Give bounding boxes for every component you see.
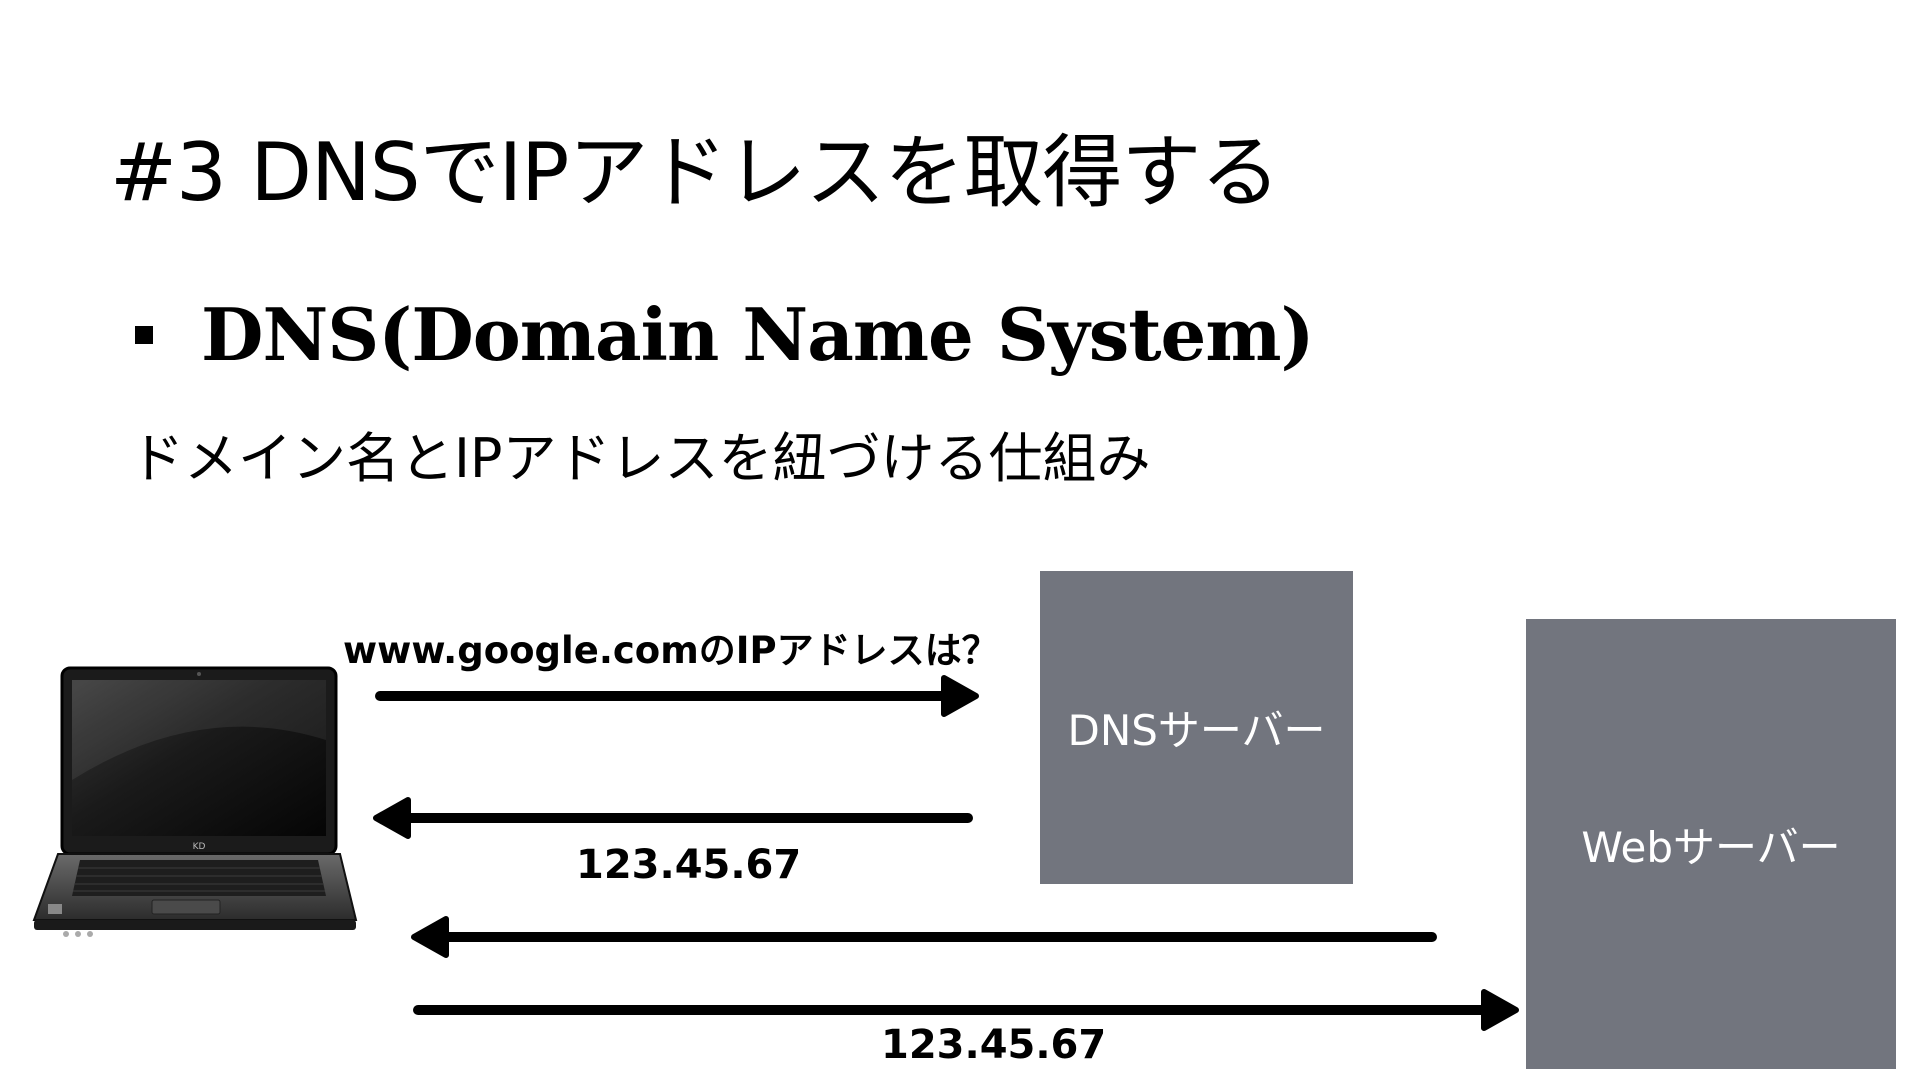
dns-server-box: DNSサーバー: [1040, 571, 1353, 884]
arrow-dns-response: [373, 797, 973, 839]
bullet-square-icon: [135, 325, 153, 344]
web-server-label: Webサーバー: [1581, 822, 1841, 872]
query-label: www.google.comのIPアドレスは？: [343, 629, 999, 672]
laptop-icon: KD: [32, 666, 358, 937]
laptop-brand-text: KD: [193, 842, 206, 852]
arrow-web-response: [411, 916, 1437, 958]
arrow-query-to-dns: [375, 675, 979, 717]
web-server-box: Webサーバー: [1526, 619, 1896, 1069]
slide-title: #3 DNSでIPアドレスを取得する: [110, 126, 1280, 219]
dns-response-ip-label: 123.45.67: [576, 842, 802, 888]
bullet-item: DNS(Domain Name System): [135, 292, 1315, 377]
dns-server-label: DNSサーバー: [1067, 706, 1326, 755]
web-request-ip-label: 123.45.67: [881, 1022, 1107, 1068]
bullet-text: DNS(Domain Name System): [201, 292, 1315, 377]
arrow-request-to-web: [413, 989, 1519, 1031]
description-text: ドメイン名とIPアドレスを紐づける仕組み: [130, 427, 1151, 490]
